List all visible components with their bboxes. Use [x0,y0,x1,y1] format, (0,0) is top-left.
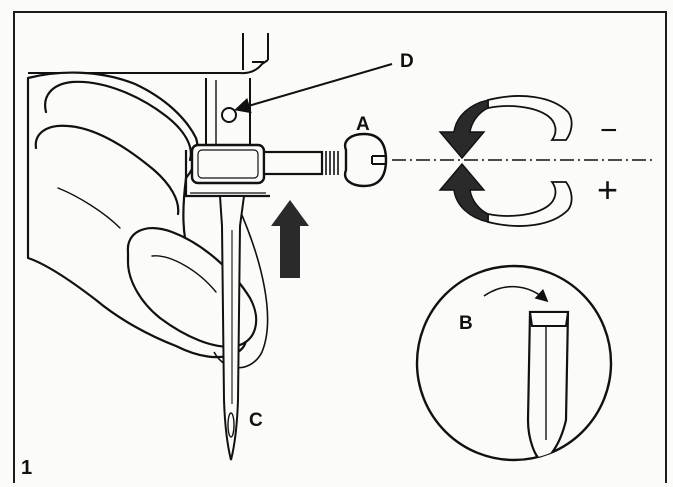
label-a: A [356,114,370,135]
label-d: D [400,51,414,72]
leader-line-d [234,63,393,114]
machine-body-outline [28,59,269,75]
needle-clamp [184,143,339,198]
plus-symbol: + [597,169,619,210]
flat-side-arrow [483,285,549,303]
needle-bar [205,33,269,150]
needle [218,195,246,461]
push-up-arrow [271,200,309,278]
rotation-arrows [438,95,573,227]
needle-bar-hole [221,107,237,123]
label-b: B [459,313,473,334]
clamp-screw-head [343,132,388,188]
figure-frame [13,11,667,483]
figure-number: 1 [21,457,33,479]
label-c: C [249,410,263,431]
minus-symbol: − [600,114,618,147]
magnified-needle-view [415,264,613,462]
